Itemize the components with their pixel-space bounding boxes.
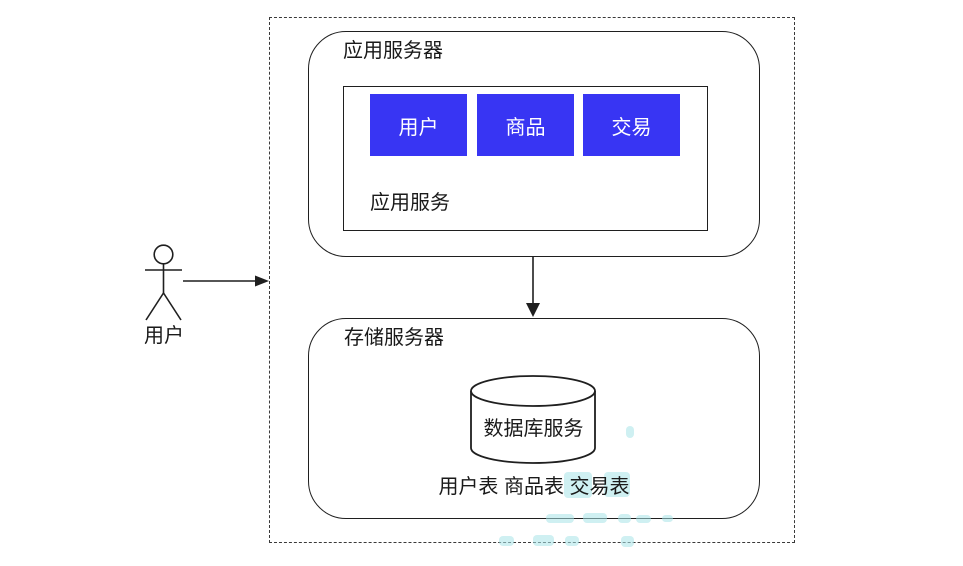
watermark-artifact — [565, 536, 579, 546]
watermark-artifact — [499, 536, 514, 546]
watermark-artifact — [626, 426, 634, 438]
watermark-artifact — [636, 515, 651, 523]
storage-server-title: 存储服务器 — [344, 327, 444, 349]
watermark-artifact — [618, 514, 631, 523]
app-service-label: 应用服务 — [370, 192, 450, 214]
actor-stick-figure-icon — [145, 244, 182, 321]
watermark-artifact — [546, 514, 574, 523]
watermark-artifact — [662, 515, 673, 522]
app-service-group — [343, 86, 708, 231]
system-boundary — [269, 17, 795, 543]
storage-server-node — [308, 318, 760, 519]
module-trade: 交易 — [583, 94, 680, 156]
module-product: 商品 — [477, 94, 574, 156]
watermark-artifact — [604, 472, 630, 497]
watermark-artifact — [583, 513, 607, 523]
user-to-system-arrow — [183, 275, 269, 287]
app-server-title: 应用服务器 — [343, 40, 443, 62]
watermark-artifact — [564, 472, 592, 498]
tables-label: 用户表 商品表 交易表 — [438, 476, 630, 498]
watermark-artifact — [621, 536, 634, 547]
app-server-node — [308, 31, 760, 257]
database-label: 数据库服务 — [483, 418, 584, 440]
app-to-storage-arrow — [526, 256, 540, 317]
database-cylinder-icon — [470, 375, 596, 464]
module-user: 用户 — [370, 94, 467, 156]
watermark-artifact — [533, 535, 554, 546]
actor-label: 用户 — [144, 325, 184, 347]
